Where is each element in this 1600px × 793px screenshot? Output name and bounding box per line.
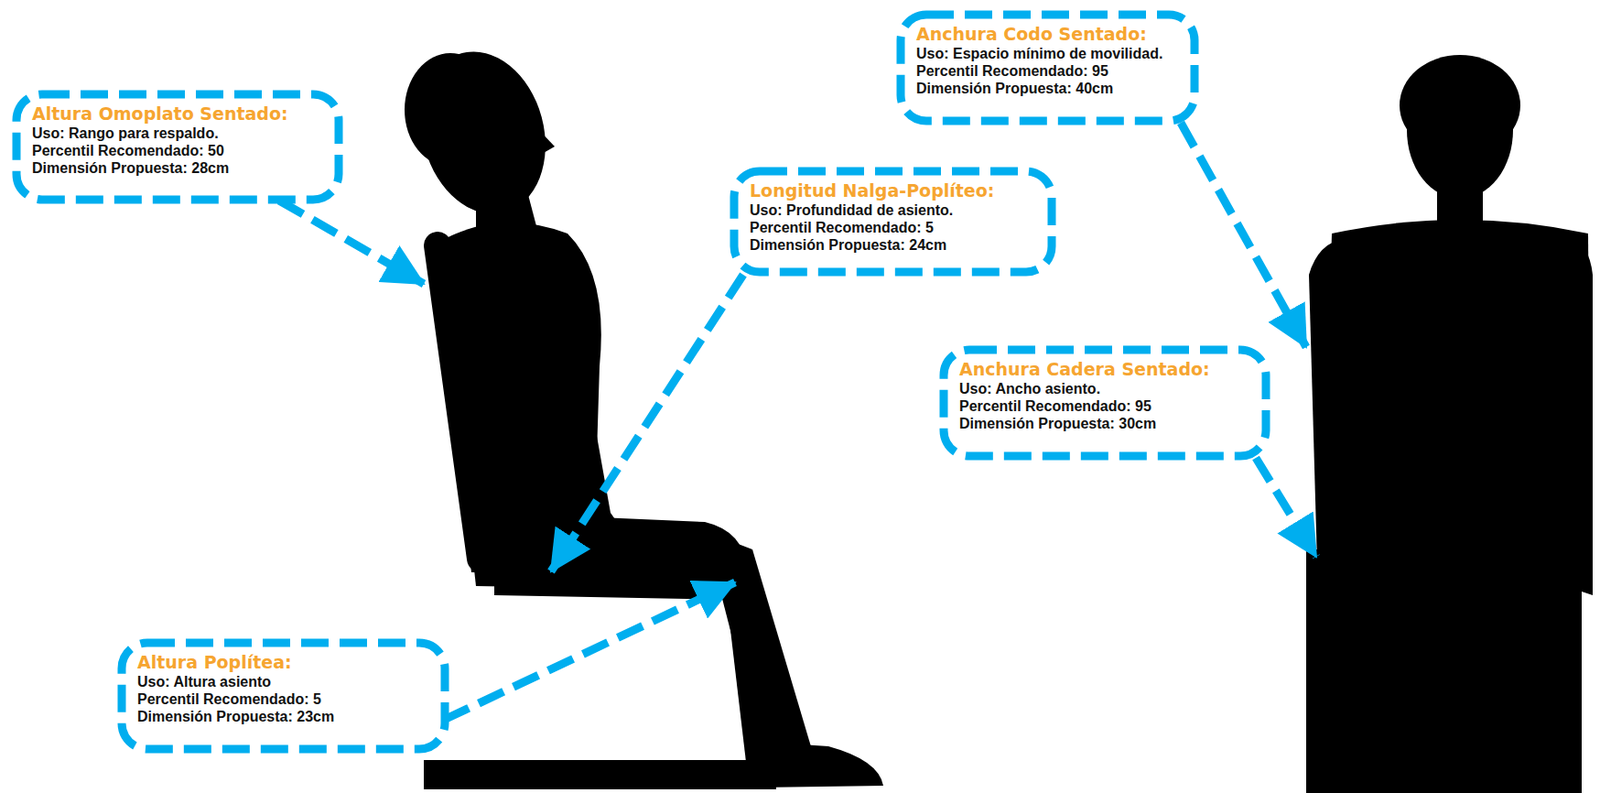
nose [535, 126, 555, 158]
callout-line: Percentil Recomendado: 50 [32, 141, 289, 160]
dashed-outline [900, 14, 1195, 121]
leader-arrow [443, 582, 736, 720]
callout-line: Percentil Recomendado: 5 [137, 690, 335, 708]
dashed-outline [121, 642, 445, 749]
callout-line: Dimensión Propuesta: 23cm [137, 707, 335, 725]
callout-box: Altura Omoplato Sentado:Uso: Rango para … [11, 89, 344, 205]
hair [404, 53, 497, 167]
callout-title: Altura Omoplato Sentado: [32, 102, 289, 125]
head [403, 37, 563, 228]
callout-line: Uso: Altura asiento [137, 672, 335, 691]
callout-title: Anchura Codo Sentado: [916, 22, 1163, 45]
callout-title: Altura Poplítea: [137, 650, 335, 673]
callout-title: Anchura Cadera Sentado: [959, 357, 1211, 380]
dashed-outline [943, 349, 1266, 456]
callout-line: Percentil Recomendado: 95 [916, 62, 1163, 80]
callout-box: Anchura Cadera Sentado:Uso: Ancho asient… [939, 345, 1271, 461]
callout-line: Percentil Recomendado: 5 [749, 218, 995, 237]
callout-box: Longitud Nalga-Poplíteo:Uso: Profundidad… [729, 166, 1057, 277]
callout-content: Anchura Cadera Sentado:Uso: Ancho asient… [939, 345, 1231, 445]
callout-line: Dimensión Propuesta: 30cm [959, 414, 1211, 433]
front-silhouette [1306, 54, 1593, 793]
torso [1322, 219, 1591, 568]
callout-box: Anchura Codo Sentado:Uso: Espacio mínimo… [896, 10, 1200, 126]
callout-content: Anchura Codo Sentado:Uso: Espacio mínimo… [896, 10, 1183, 110]
dashed-outline [734, 171, 1052, 272]
callout-line: Uso: Ancho asiento. [959, 379, 1211, 398]
dashed-outline [16, 94, 339, 200]
callout-content: Longitud Nalga-Poplíteo:Uso: Profundidad… [729, 166, 1015, 267]
callout-line: Uso: Espacio mínimo de movilidad. [916, 44, 1163, 63]
arm [512, 256, 643, 588]
callout-line: Uso: Profundidad de asiento. [749, 201, 995, 219]
leader-arrow [279, 200, 424, 284]
callout-content: Altura Omoplato Sentado:Uso: Rango para … [11, 89, 309, 190]
callout-line: Percentil Recomendado: 95 [959, 397, 1211, 415]
left-arm [1308, 237, 1351, 595]
side-silhouette [403, 37, 884, 790]
leader-arrow [551, 274, 744, 572]
chair-base [423, 759, 777, 790]
leader-arrow [1255, 457, 1317, 557]
leader-arrow [1180, 122, 1307, 347]
callout-content: Altura Poplítea:Uso: Altura asientoPerce… [117, 637, 355, 738]
callout-line: Dimensión Propuesta: 24cm [749, 236, 995, 254]
leader-arrows [279, 122, 1317, 720]
callout-line: Uso: Rango para respaldo. [32, 124, 289, 142]
callout-line: Dimensión Propuesta: 40cm [916, 79, 1163, 98]
callout-line: Dimensión Propuesta: 28cm [32, 159, 289, 177]
shin [704, 530, 813, 766]
foot [759, 741, 884, 788]
callout-box: Altura Poplítea:Uso: Altura asientoPerce… [117, 637, 450, 754]
hair [1399, 54, 1521, 156]
right-arm [1565, 237, 1593, 595]
callout-title: Longitud Nalga-Poplíteo: [749, 179, 995, 202]
